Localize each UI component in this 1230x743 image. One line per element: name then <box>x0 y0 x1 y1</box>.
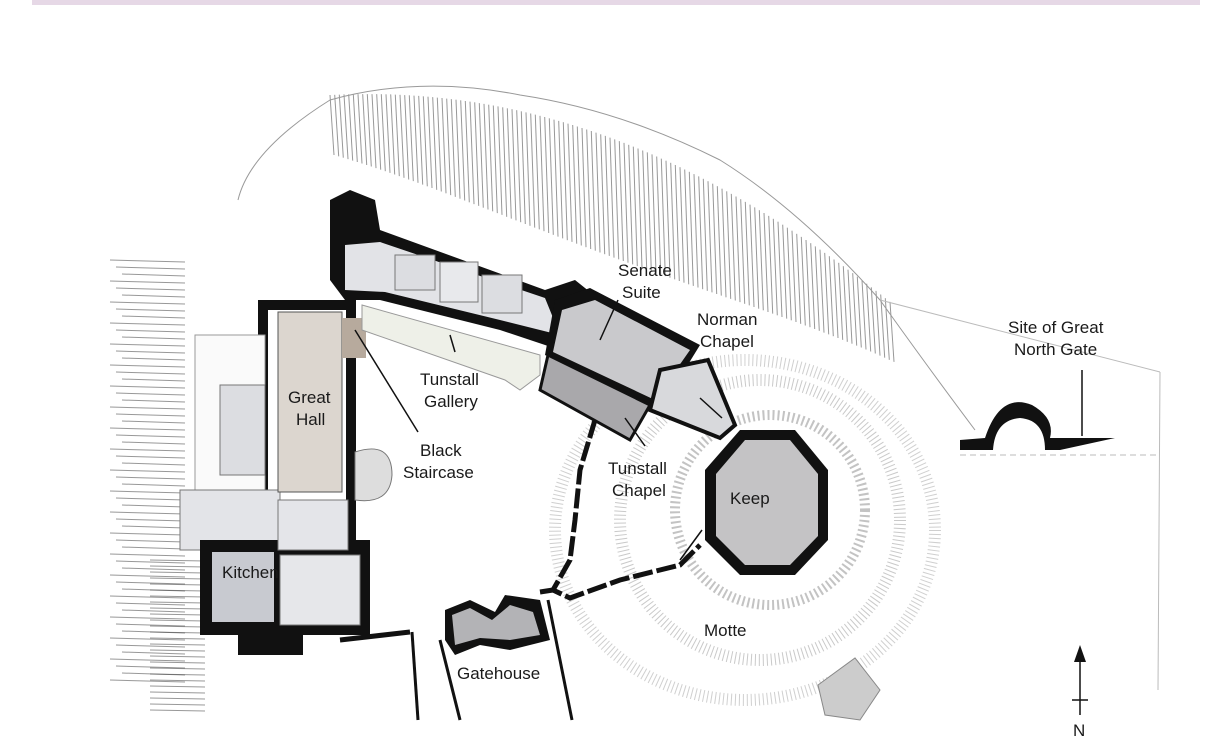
senate-suite-label: Senate Suite <box>618 261 677 302</box>
great-north-gate-site <box>960 402 1160 456</box>
keep-label: Keep <box>730 489 770 508</box>
great-hall-label: Great Hall <box>288 388 335 429</box>
header-band <box>32 0 1200 5</box>
gatehouse-road <box>410 599 574 721</box>
earthwork-boundary <box>237 85 976 431</box>
north-arrow-icon <box>1074 645 1086 662</box>
outer-boundary-line <box>879 299 1161 691</box>
curtain-wall <box>339 358 702 643</box>
keep-room <box>716 440 818 565</box>
tunstall-gallery-label: Tunstall Gallery <box>420 370 484 411</box>
north-arrow: N <box>1072 645 1088 740</box>
gatehouse-label: Gatehouse <box>457 664 540 683</box>
norman-chapel-room <box>647 357 738 441</box>
tunstall-chapel-room <box>538 352 653 443</box>
motte-rings <box>549 354 941 706</box>
motte-outwork <box>817 657 881 721</box>
leader-lines <box>354 299 723 561</box>
black-staircase-label: Black Staircase <box>403 441 474 482</box>
west-slope-hatching <box>109 259 206 712</box>
tunstall-gallery-room <box>361 304 541 391</box>
great-north-gate-label: Site of Great North Gate <box>1008 318 1108 359</box>
norman-chapel-label: Norman Chapel <box>697 310 762 351</box>
great-hall-room <box>277 311 343 493</box>
gatehouse-building <box>445 595 550 655</box>
kitchen-label: Kitchen <box>222 563 279 582</box>
kitchen-room <box>212 552 274 622</box>
north-arrow-label: N <box>1073 721 1085 740</box>
tunstall-chapel-label: Tunstall Chapel <box>608 459 672 500</box>
northern-range <box>330 190 600 350</box>
motte-label: Motte <box>704 621 747 640</box>
hall-oriel <box>354 448 393 502</box>
